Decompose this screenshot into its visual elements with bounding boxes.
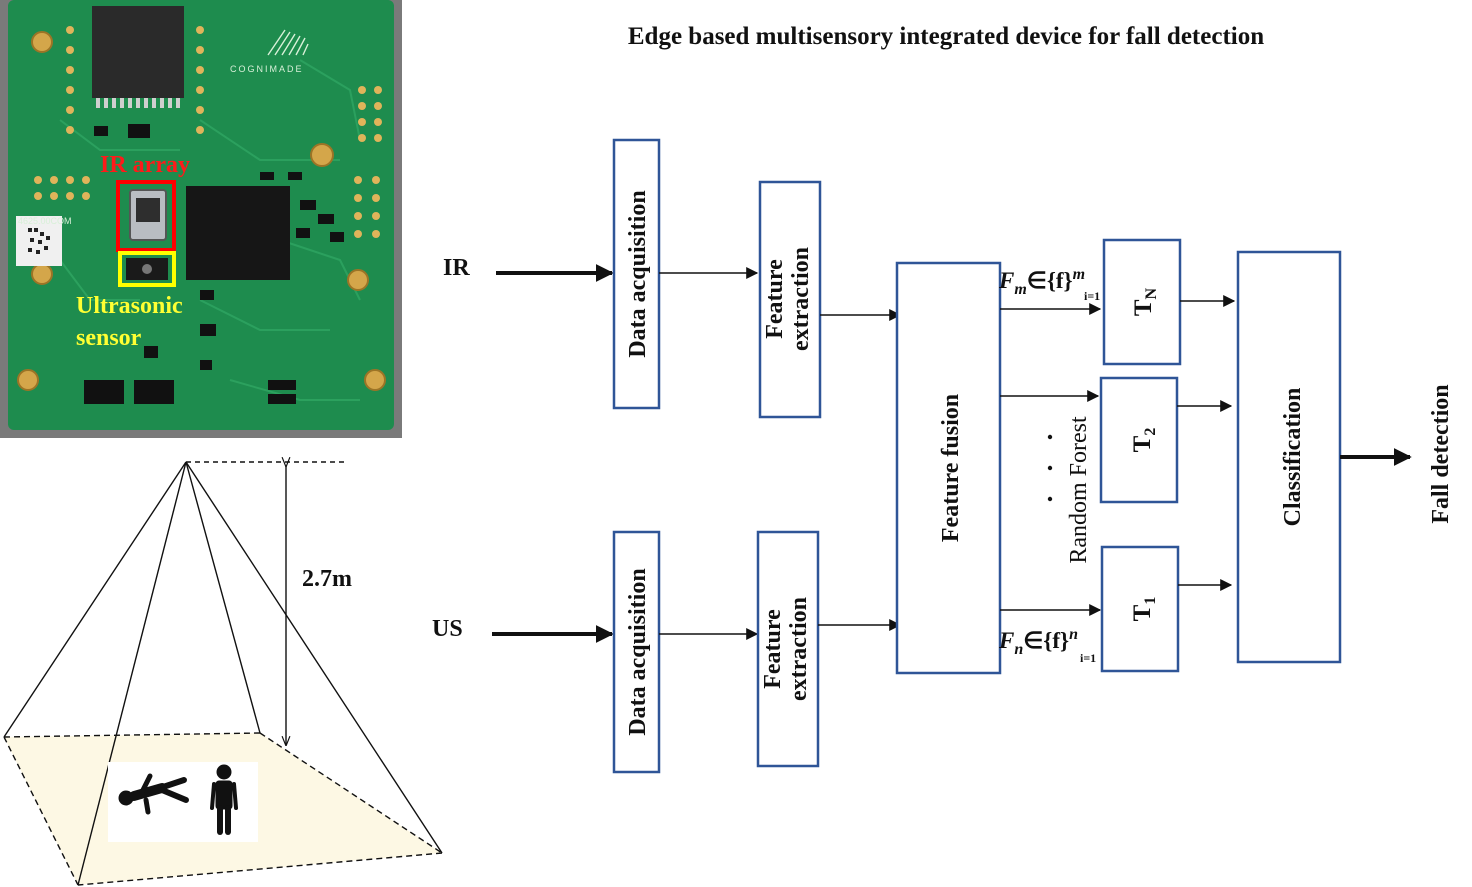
pcb-serial: 4625.00COM <box>18 216 72 226</box>
ir-array-label: IR array <box>100 152 190 178</box>
feature-extraction-label-top-1: Feature <box>762 259 788 339</box>
pcb-photo: 4625.00COM COGNIMADE IR array Ultrasonic… <box>0 0 402 438</box>
tree-1-label: T1 <box>1129 597 1159 622</box>
data-acquisition-label-top: Data acquisition <box>625 190 651 357</box>
fallen-person-icon <box>118 773 189 815</box>
pipeline-diagram: IR US Data acquisition Data acquisition … <box>432 138 1454 774</box>
figure-title: Edge based multisensory integrated devic… <box>628 23 1264 50</box>
cognimade-logo-icon <box>267 29 309 56</box>
pcb-brand: COGNIMADE <box>230 64 304 74</box>
tree-2-box <box>1099 376 1179 504</box>
coverage-scene: 2.7m <box>3 462 443 886</box>
formula-top-index: i=1 <box>1084 289 1100 303</box>
height-label: 2.7m <box>302 566 352 592</box>
tree-1-box <box>1100 545 1180 673</box>
feature-extraction-label-bottom-1: Feature <box>760 609 786 689</box>
data-acquisition-box-top <box>612 138 661 410</box>
tree-n-box <box>1102 238 1182 366</box>
feature-fusion-label: Feature fusion <box>938 394 964 542</box>
ultrasonic-highlight <box>118 251 176 287</box>
sensor-label: sensor <box>76 325 142 351</box>
standing-person-icon <box>210 764 238 835</box>
feature-extraction-box-bottom <box>756 530 820 768</box>
formula-top: Fm∈{f}m <box>998 266 1085 298</box>
classification-label: Classification <box>1280 388 1306 527</box>
input-ir-label: IR <box>443 255 470 281</box>
tree-n-label: TN <box>1130 287 1160 316</box>
tree-2-label: T2 <box>1129 428 1159 453</box>
data-acquisition-label-bottom: Data acquisition <box>625 568 651 735</box>
feature-extraction-box-top <box>758 180 822 419</box>
feature-extraction-label-bottom-2: extraction <box>786 597 812 701</box>
formula-bottom: Fn∈{f}n <box>998 626 1078 658</box>
random-forest-label: Random Forest <box>1066 416 1092 564</box>
input-us-label: US <box>432 616 463 642</box>
formula-bottom-index: i=1 <box>1080 651 1096 665</box>
feature-extraction-label-top-2: extraction <box>788 247 814 351</box>
mcu-chip <box>186 186 290 280</box>
fall-detection-label: Fall detection <box>1428 384 1454 523</box>
ir-array-highlight <box>116 180 176 252</box>
ultrasonic-label: Ultrasonic <box>76 293 183 319</box>
ellipsis-dots <box>1047 434 1053 502</box>
data-acquisition-box-bottom <box>612 530 661 774</box>
feature-fusion-box <box>895 261 1002 675</box>
